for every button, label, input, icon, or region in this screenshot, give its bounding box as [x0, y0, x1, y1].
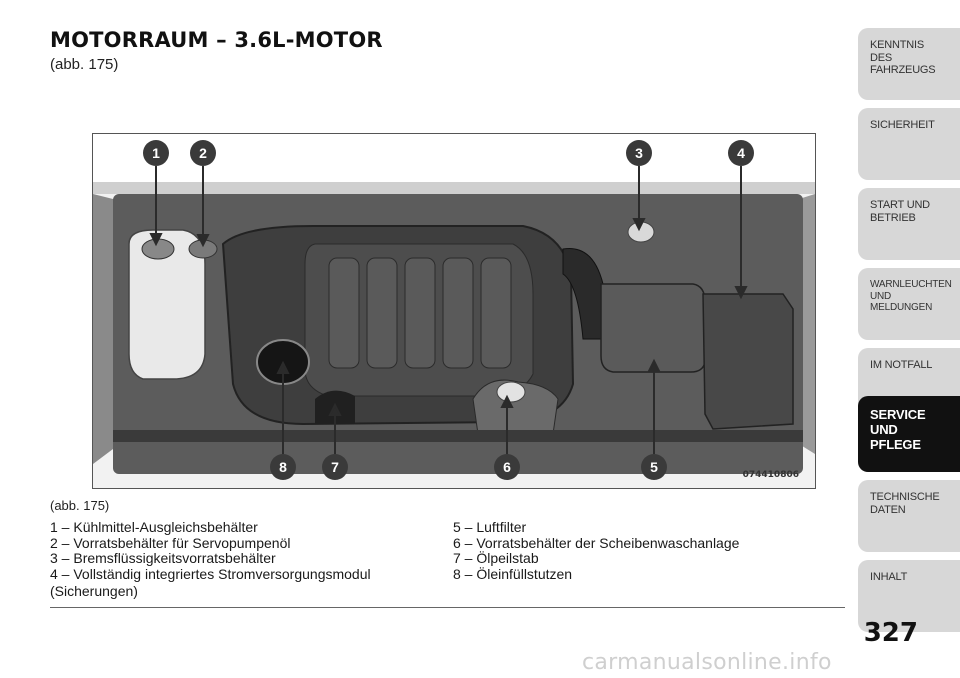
legend-item-7: 7 – Ölpeilstab: [453, 550, 539, 566]
legend-item-2: 2 – Vorratsbehälter für Servopumpenöl: [50, 534, 291, 551]
tab-inhalt[interactable]: INHALT: [858, 560, 960, 632]
legend-right: 5 – Luftfilter 6 – Vorratsbehälter der S…: [453, 519, 833, 582]
tab-label: SICHERHEIT: [870, 119, 935, 131]
tab-label: INHALT: [870, 571, 908, 583]
legend-item-1: 1 – Kühlmittel-Ausgleichsbehälter: [50, 519, 258, 535]
legend-item-4: 4 – Vollständig integriertes Stromversor…: [50, 565, 371, 582]
callout-6: 6: [494, 454, 520, 480]
tab-technische-daten[interactable]: TECHNISCHE DATEN: [858, 480, 960, 552]
engine-bay-illustration: [93, 166, 815, 488]
legend-item-8: 8 – Öleinfüllstutzen: [453, 565, 573, 582]
callout-8: 8: [270, 454, 296, 480]
tab-sicherheit[interactable]: SICHERHEIT: [858, 108, 960, 180]
watermark: carmanualsonline.info: [582, 650, 832, 675]
tab-kenntnis-des-fahrzeugs[interactable]: KENNTNIS DES FAHRZEUGS: [858, 28, 960, 100]
legend-item-5: 5 – Luftfilter: [453, 519, 527, 535]
tab-label: IM NOTFALL: [870, 359, 933, 371]
divider: [50, 607, 845, 608]
tab-start-und-betrieb[interactable]: START UND BETRIEB: [858, 188, 960, 260]
tab-label: WARNLEUCHTEN UND MELDUNGEN: [870, 279, 952, 313]
figure-code: 074410806: [742, 470, 799, 480]
callout-2: 2: [190, 140, 216, 166]
tab-label: TECHNISCHE DATEN: [870, 491, 940, 516]
callout-7: 7: [322, 454, 348, 480]
figure-caption: (abb. 175): [50, 498, 110, 513]
tab-label: START UND BETRIEB: [870, 199, 930, 224]
tab-service-und-pflege[interactable]: SERVICE UND PFLEGE: [858, 396, 960, 472]
tab-label: KENNTNIS DES FAHRZEUGS: [870, 39, 936, 76]
legend-item-6: 6 – Vorratsbehälter der Scheibenwaschanl…: [453, 534, 740, 551]
legend-left: 1 – Kühlmittel-Ausgleichsbehälter 2 – Vo…: [50, 519, 440, 600]
figure-reference: (abb. 175): [50, 56, 119, 73]
callout-4: 4: [728, 140, 754, 166]
page-number: 327: [863, 618, 918, 648]
callout-5: 5: [641, 454, 667, 480]
tab-warnleuchten-und-meldungen[interactable]: WARNLEUCHTEN UND MELDUNGEN: [858, 268, 960, 340]
engine-bay-figure: 1 2 3 4 5 6 7 8 074410806: [92, 133, 816, 489]
callout-1: 1: [143, 140, 169, 166]
legend-item-4-continuation: (Sicherungen): [50, 583, 138, 599]
callout-3: 3: [626, 140, 652, 166]
tab-label: SERVICE UND PFLEGE: [870, 407, 926, 452]
legend-item-3: 3 – Bremsflüssigkeitsvorratsbehälter: [50, 550, 276, 566]
page-title: MOTORRAUM – 3.6L-MOTOR: [50, 28, 383, 52]
